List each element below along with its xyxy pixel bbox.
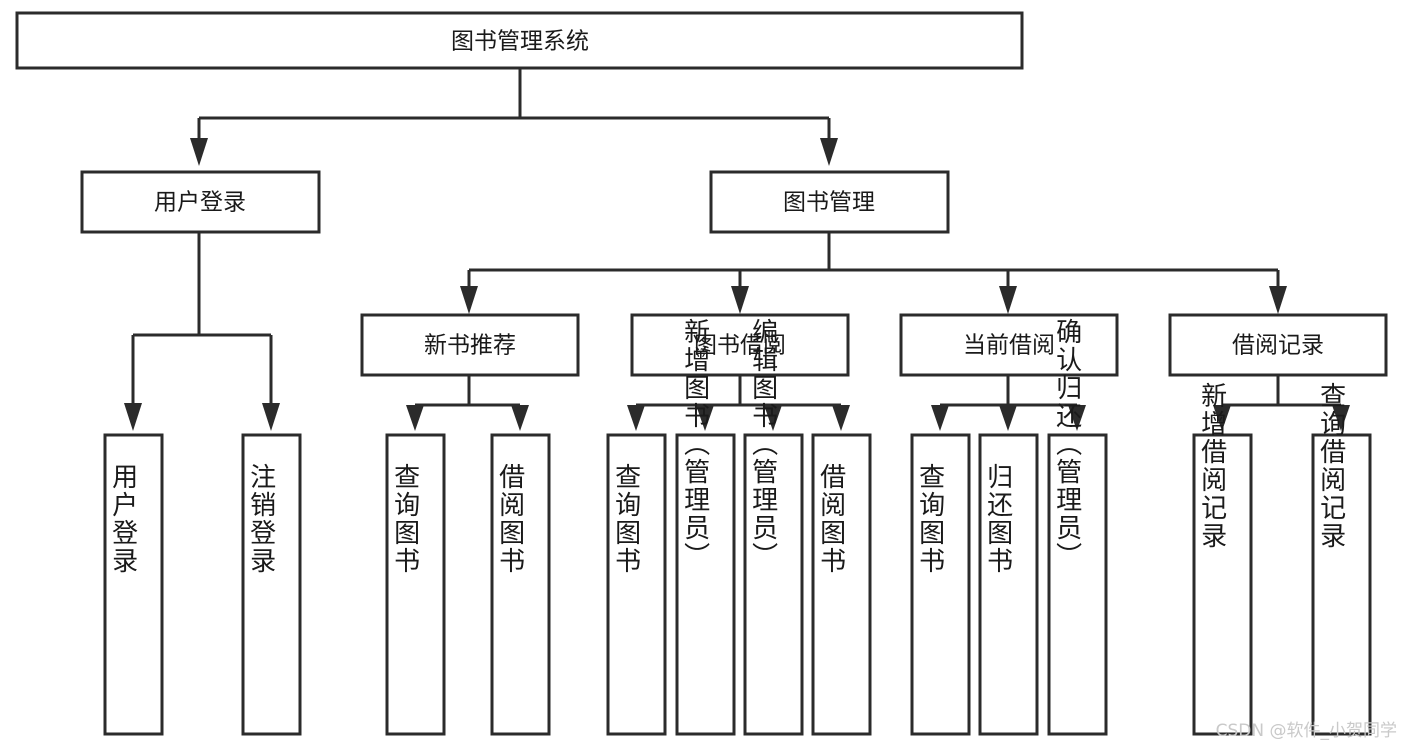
arrow-head-borrow-record-leaf-1 <box>1332 405 1350 431</box>
node-new-book-recommend-label: 新书推荐 <box>424 333 516 359</box>
leaf-current-borrow-0[interactable]: 查询图书 <box>910 433 971 736</box>
node-new-book-recommend[interactable]: 新书推荐 <box>360 313 580 377</box>
leaf-user-login-1-box[interactable] <box>241 433 302 736</box>
leaf-book-borrow-0-label: 查询图书 <box>611 463 641 575</box>
leaf-current-borrow-1[interactable]: 归还图书 <box>978 433 1039 736</box>
node-user-login-box[interactable] <box>80 170 321 234</box>
connector-group-book-manage <box>460 232 1287 314</box>
node-root[interactable]: 图书管理系统 <box>15 11 1024 70</box>
leaf-borrow-record-1-label: 查询借阅记录 <box>1316 382 1346 550</box>
leaf-book-borrow-2[interactable]: 编辑图书（管理员） <box>743 318 804 736</box>
leaf-book-borrow-1[interactable]: 新增图书（管理员） <box>675 318 736 736</box>
node-book-borrow-box[interactable] <box>630 313 850 377</box>
leaf-book-borrow-2-label: 编辑图书（管理员） <box>748 318 778 570</box>
leaf-current-borrow-2-box[interactable] <box>1047 433 1108 736</box>
node-user-login[interactable]: 用户登录 <box>80 170 321 234</box>
leaf-new-book-1-box[interactable] <box>490 433 551 736</box>
arrow-head-book-borrow-leaf-3 <box>832 405 850 431</box>
arrow-head-user-login-leaf-1 <box>262 403 280 431</box>
arrow-head-book-borrow-leaf-0 <box>627 405 645 431</box>
arrow-head-new-book-leaf-1 <box>511 405 529 431</box>
leaf-new-book-0-box[interactable] <box>385 433 446 736</box>
connector-group-borrow-record <box>1213 375 1350 431</box>
leaf-current-borrow-1-box[interactable] <box>978 433 1039 736</box>
leaf-new-book-1[interactable]: 借阅图书 <box>490 433 551 736</box>
leaf-current-borrow-2-label: 确认归还（管理员） <box>1052 318 1082 570</box>
arrow-head-book-borrow-leaf-1 <box>696 405 714 431</box>
leaf-borrow-record-0-box[interactable] <box>1192 433 1253 736</box>
node-current-borrow-label: 当前借阅 <box>963 333 1055 359</box>
arrow-head-current-borrow-leaf-0 <box>931 405 949 431</box>
leaf-borrow-record-0[interactable]: 新增借阅记录 <box>1192 382 1253 736</box>
node-borrow-record-label: 借阅记录 <box>1232 333 1324 359</box>
leaf-new-book-1-label: 借阅图书 <box>495 463 525 575</box>
leaf-borrow-record-1[interactable]: 查询借阅记录 <box>1311 382 1372 736</box>
leaf-user-login-0-label: 用户登录 <box>108 463 138 575</box>
leaf-book-borrow-3-label: 借阅图书 <box>816 463 846 575</box>
leaf-book-borrow-3-box[interactable] <box>811 433 872 736</box>
node-root-box[interactable] <box>15 11 1024 70</box>
node-book-manage[interactable]: 图书管理 <box>709 170 950 234</box>
leaf-current-borrow-0-label: 查询图书 <box>915 463 945 575</box>
leaf-current-borrow-0-box[interactable] <box>910 433 971 736</box>
leaf-borrow-record-1-box[interactable] <box>1311 433 1372 736</box>
connector-group-new-book-recommend <box>406 375 529 431</box>
node-borrow-record-box[interactable] <box>1168 313 1388 377</box>
connector-group-book-borrow <box>627 375 850 431</box>
arrow-head-user-login <box>190 138 208 166</box>
arrow-head-current-borrow-leaf-2 <box>1068 405 1086 431</box>
leaf-book-borrow-1-box[interactable] <box>675 433 736 736</box>
arrow-head-book-borrow-leaf-2 <box>764 405 782 431</box>
node-root-label: 图书管理系统 <box>451 29 589 55</box>
arrow-head-level2-3 <box>1269 286 1287 314</box>
node-current-borrow[interactable]: 当前借阅 <box>899 313 1119 377</box>
arrow-head-new-book-leaf-0 <box>406 405 424 431</box>
leaf-book-borrow-1-label: 新增图书（管理员） <box>680 318 710 570</box>
node-book-manage-box[interactable] <box>709 170 950 234</box>
leaf-user-login-1[interactable]: 注销登录 <box>241 433 302 736</box>
leaf-new-book-0[interactable]: 查询图书 <box>385 433 446 736</box>
connector-group-user-login <box>124 232 280 431</box>
connector-group-root <box>190 68 838 166</box>
leaf-user-login-1-label: 注销登录 <box>246 463 276 575</box>
leaf-current-borrow-1-label: 归还图书 <box>983 463 1013 575</box>
leaf-book-borrow-0[interactable]: 查询图书 <box>606 433 667 736</box>
leaf-user-login-0-box[interactable] <box>103 433 164 736</box>
arrow-head-level2-0 <box>460 286 478 314</box>
node-current-borrow-box[interactable] <box>899 313 1119 377</box>
node-user-login-label: 用户登录 <box>154 190 246 216</box>
arrow-head-borrow-record-leaf-0 <box>1213 405 1231 431</box>
leaf-book-borrow-2-box[interactable] <box>743 433 804 736</box>
node-book-borrow[interactable]: 图书借阅 <box>630 313 850 377</box>
arrow-head-book-manage <box>820 138 838 166</box>
arrow-head-user-login-leaf-0 <box>124 403 142 431</box>
connector-group-current-borrow <box>931 375 1086 431</box>
leaf-current-borrow-2[interactable]: 确认归还（管理员） <box>1047 318 1108 736</box>
arrow-head-level2-2 <box>999 286 1017 314</box>
arrow-head-current-borrow-leaf-1 <box>999 405 1017 431</box>
node-borrow-record[interactable]: 借阅记录 <box>1168 313 1388 377</box>
node-book-borrow-label: 图书借阅 <box>694 333 786 359</box>
leaf-book-borrow-3[interactable]: 借阅图书 <box>811 433 872 736</box>
leaf-borrow-record-0-label: 新增借阅记录 <box>1197 382 1227 550</box>
node-new-book-recommend-box[interactable] <box>360 313 580 377</box>
leaf-user-login-0[interactable]: 用户登录 <box>103 433 164 736</box>
node-book-manage-label: 图书管理 <box>783 190 875 216</box>
arrow-head-level2-1 <box>731 286 749 314</box>
leaf-book-borrow-0-box[interactable] <box>606 433 667 736</box>
leaf-new-book-0-label: 查询图书 <box>390 463 420 575</box>
